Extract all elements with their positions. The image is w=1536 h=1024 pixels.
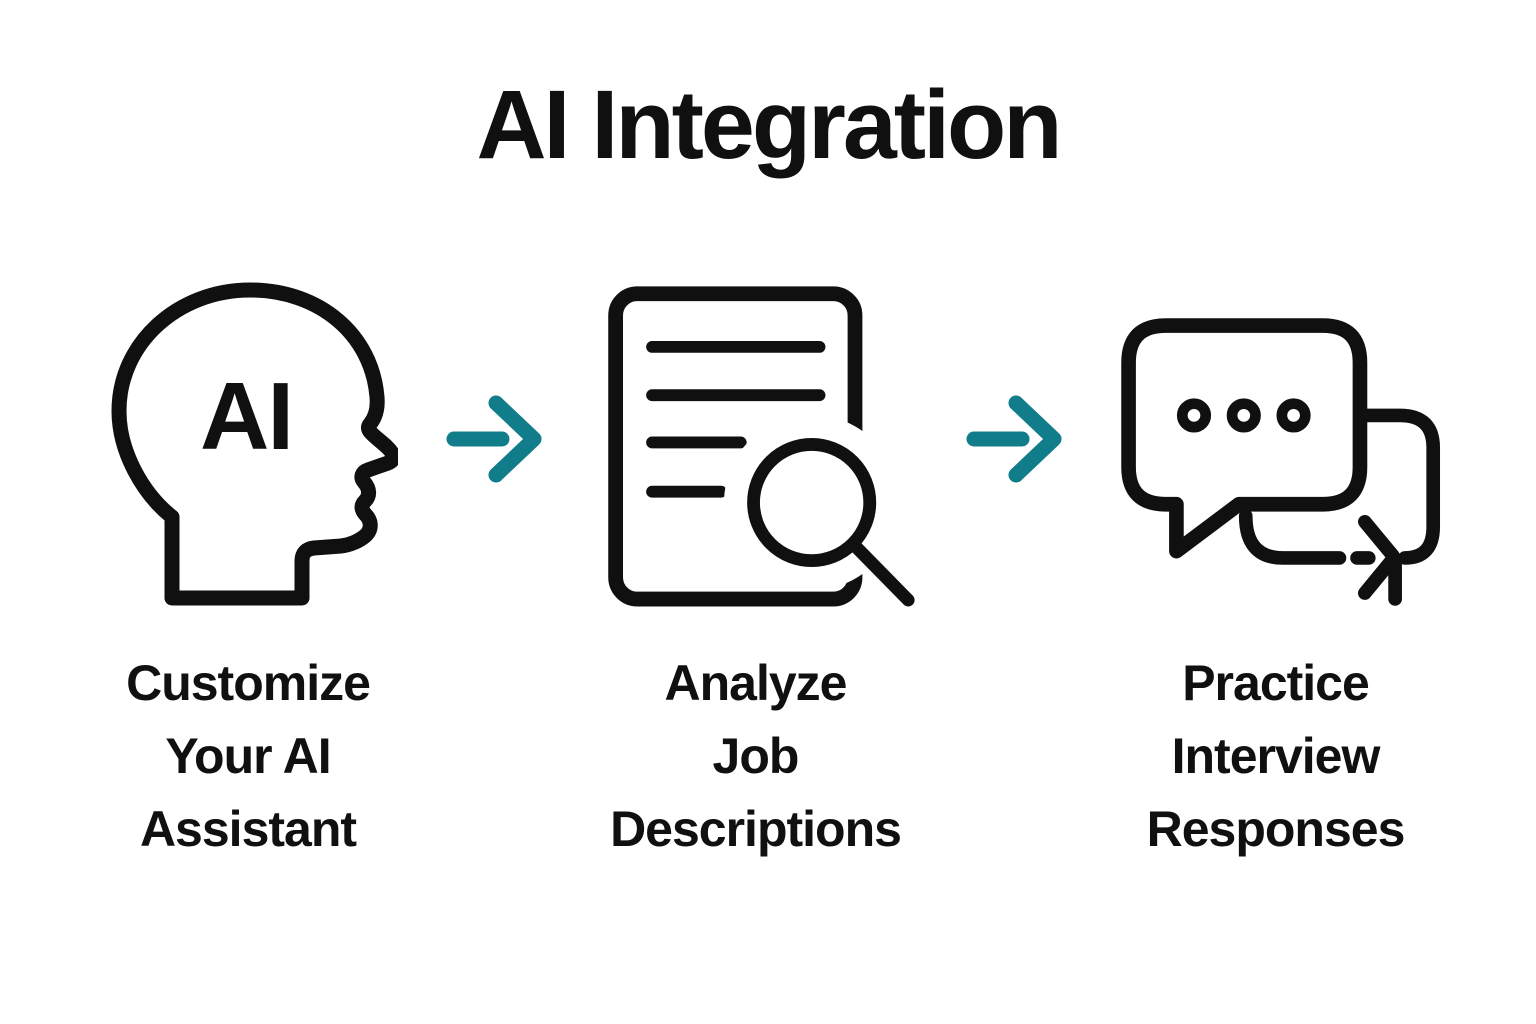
step-label-customize-ai-assistant: Customize Your AI Assistant <box>61 647 436 866</box>
connector-2 <box>956 393 1076 485</box>
document-search-icon <box>607 286 915 607</box>
flow-diagram: AI <box>0 259 1536 866</box>
caption-line: Customize <box>126 654 371 711</box>
caption-line: Assistant <box>139 800 357 857</box>
arrow-right-icon <box>966 395 1061 483</box>
caption-line: Descriptions <box>610 800 902 857</box>
step-label-practice-interview-responses: Practice Interview Responses <box>1076 647 1476 866</box>
caption-line: Analyze <box>664 654 848 711</box>
step-practice-interview-responses <box>1076 259 1476 619</box>
caption-line: Your AI <box>165 727 331 784</box>
step-customize-ai-assistant: AI <box>61 259 436 619</box>
caption-line: Job <box>712 727 800 784</box>
caption-line: Interview <box>1171 727 1381 784</box>
ai-head-icon: AI <box>111 282 398 606</box>
page-title: AI Integration <box>476 70 1062 179</box>
arrow-right-icon <box>446 395 541 483</box>
connector-1 <box>436 393 556 485</box>
step-label-analyze-job-descriptions: Analyze Job Descriptions <box>556 647 956 866</box>
ai-label: AI <box>200 363 292 470</box>
chat-bubbles-icon <box>1120 318 1440 606</box>
caption-line: Practice <box>1182 654 1370 711</box>
caption-line: Responses <box>1146 800 1406 857</box>
step-analyze-job-descriptions <box>556 259 956 619</box>
